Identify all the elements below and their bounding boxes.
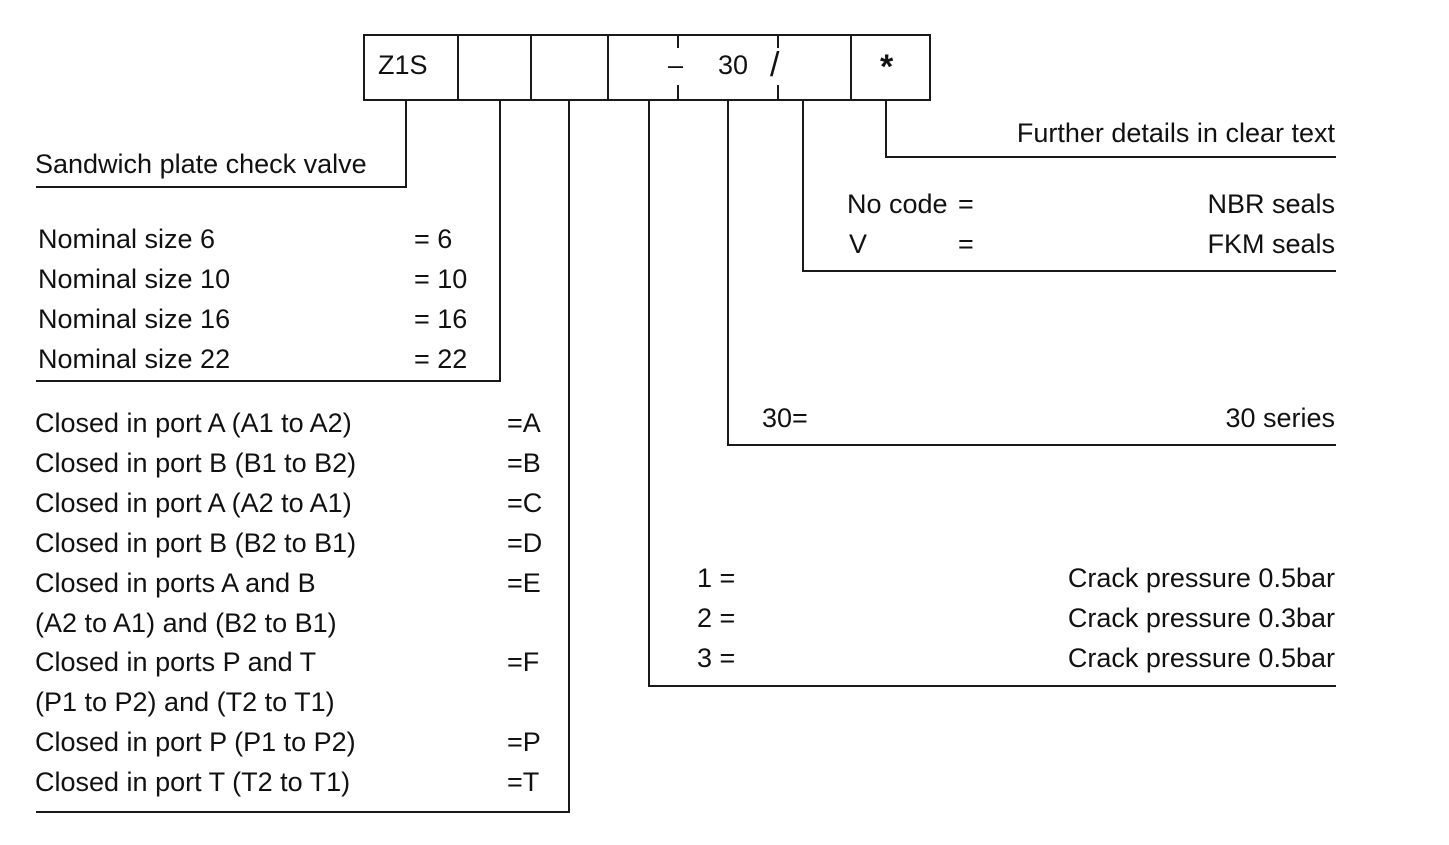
leader-closure <box>36 100 570 813</box>
code-series: 30 <box>718 50 749 80</box>
closure-label: Closed in port P (P1 to P2) <box>35 727 356 757</box>
closure-code: =D <box>507 528 543 558</box>
closure-code: =B <box>507 448 541 478</box>
closure-code: =C <box>507 488 543 518</box>
seal-code: No code <box>847 189 948 219</box>
crack-pressure-code: 2 = <box>697 603 736 633</box>
closure-code: =A <box>507 408 541 438</box>
nominal-size-label: Nominal size 10 <box>38 264 231 294</box>
seal-eq: = <box>958 229 974 259</box>
crack-pressure-code: 1 = <box>697 563 736 593</box>
nominal-size-label: Nominal size 16 <box>38 304 231 334</box>
crack-pressure-desc: Crack pressure 0.5bar <box>1067 563 1335 593</box>
closure-label: (A2 to A1) and (B2 to B1) <box>35 608 337 638</box>
series-desc: 30 series <box>1225 403 1335 433</box>
seal-code: V <box>849 229 868 259</box>
closure-label: Closed in ports P and T <box>35 647 317 677</box>
seal-desc: NBR seals <box>1207 189 1335 219</box>
nominal-size-label: Nominal size 6 <box>38 224 216 254</box>
crack-pressure-code: 3 = <box>697 643 736 673</box>
nominal-size-code: = 16 <box>414 304 468 334</box>
leader-valve-type <box>36 100 407 188</box>
leader-series <box>727 100 1336 446</box>
closure-label: Closed in port A (A1 to A2) <box>35 408 352 438</box>
leader-further-details <box>885 100 1336 158</box>
code-dash: – <box>668 50 684 80</box>
closure-label: (P1 to P2) and (T2 to T1) <box>35 687 335 717</box>
nominal-size-code: = 10 <box>414 264 468 294</box>
code-box-frame <box>363 34 931 101</box>
further-details-label: Further details in clear text <box>1016 118 1335 148</box>
closure-label: Closed in ports A and B <box>35 568 316 598</box>
nominal-size-code: = 6 <box>414 224 453 254</box>
seal-eq: = <box>958 189 974 219</box>
valve-type-label: Sandwich plate check valve <box>35 149 367 179</box>
leader-seals <box>802 100 1336 272</box>
leader-nominal-size <box>36 100 501 382</box>
closure-label: Closed in port B (B1 to B2) <box>35 448 357 478</box>
closure-code: =T <box>507 767 540 797</box>
closure-label: Closed in port A (A2 to A1) <box>35 488 352 518</box>
nominal-size-code: = 22 <box>414 344 468 374</box>
nominal-size-label: Nominal size 22 <box>38 344 231 374</box>
crack-pressure-desc: Crack pressure 0.5bar <box>1067 643 1335 673</box>
series-code: 30= <box>762 403 808 433</box>
closure-label: Closed in port T (T2 to T1) <box>35 767 351 797</box>
crack-pressure-desc: Crack pressure 0.3bar <box>1067 603 1335 633</box>
code-slash: / <box>770 46 780 84</box>
closure-code: =F <box>507 647 540 677</box>
closure-label: Closed in port B (B2 to B1) <box>35 528 357 558</box>
closure-code: =E <box>507 568 541 598</box>
leader-crack-pressure <box>648 100 1336 687</box>
code-asterisk: * <box>880 48 894 86</box>
seal-desc: FKM seals <box>1207 229 1335 259</box>
closure-code: =P <box>507 727 541 757</box>
code-prefix: Z1S <box>378 50 428 80</box>
